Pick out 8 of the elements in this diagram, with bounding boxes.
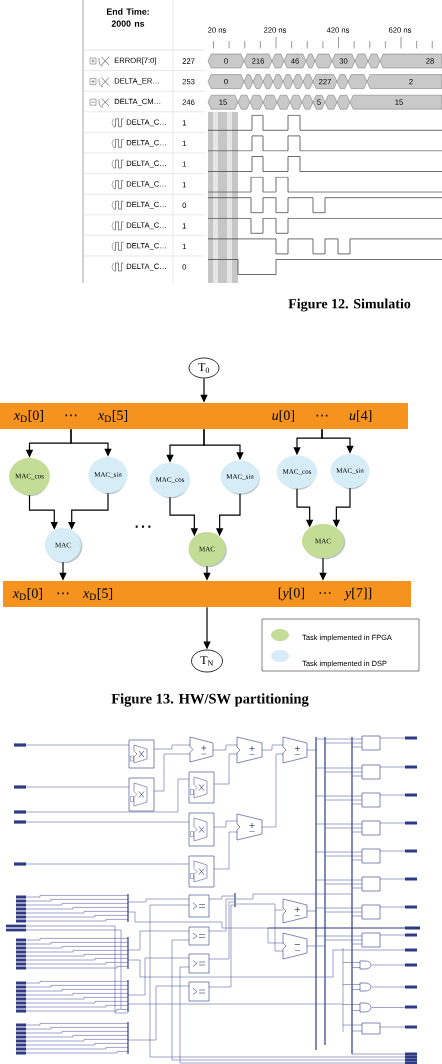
data-band: x$_{D}$[0] ⋯ x$_{D}$[5] [y[0] ⋯ y[7]] xyxy=(3,581,411,607)
ellipsis: ⋯ xyxy=(135,525,151,528)
terminal-oval: T$_{N}$ xyxy=(191,649,223,673)
figure-caption: Figure 13. HW/SW partitioning xyxy=(111,693,309,707)
header-text: End Time: 2000 ns xyxy=(106,8,149,27)
figure-caption: Figure 12. Simulatio xyxy=(288,298,411,312)
terminal-oval: T$_{0}$ xyxy=(188,357,220,379)
data-band: x$_{D}$[0] ⋯ x$_{D}$[5] u[0] ⋯ u[4] xyxy=(0,403,408,429)
